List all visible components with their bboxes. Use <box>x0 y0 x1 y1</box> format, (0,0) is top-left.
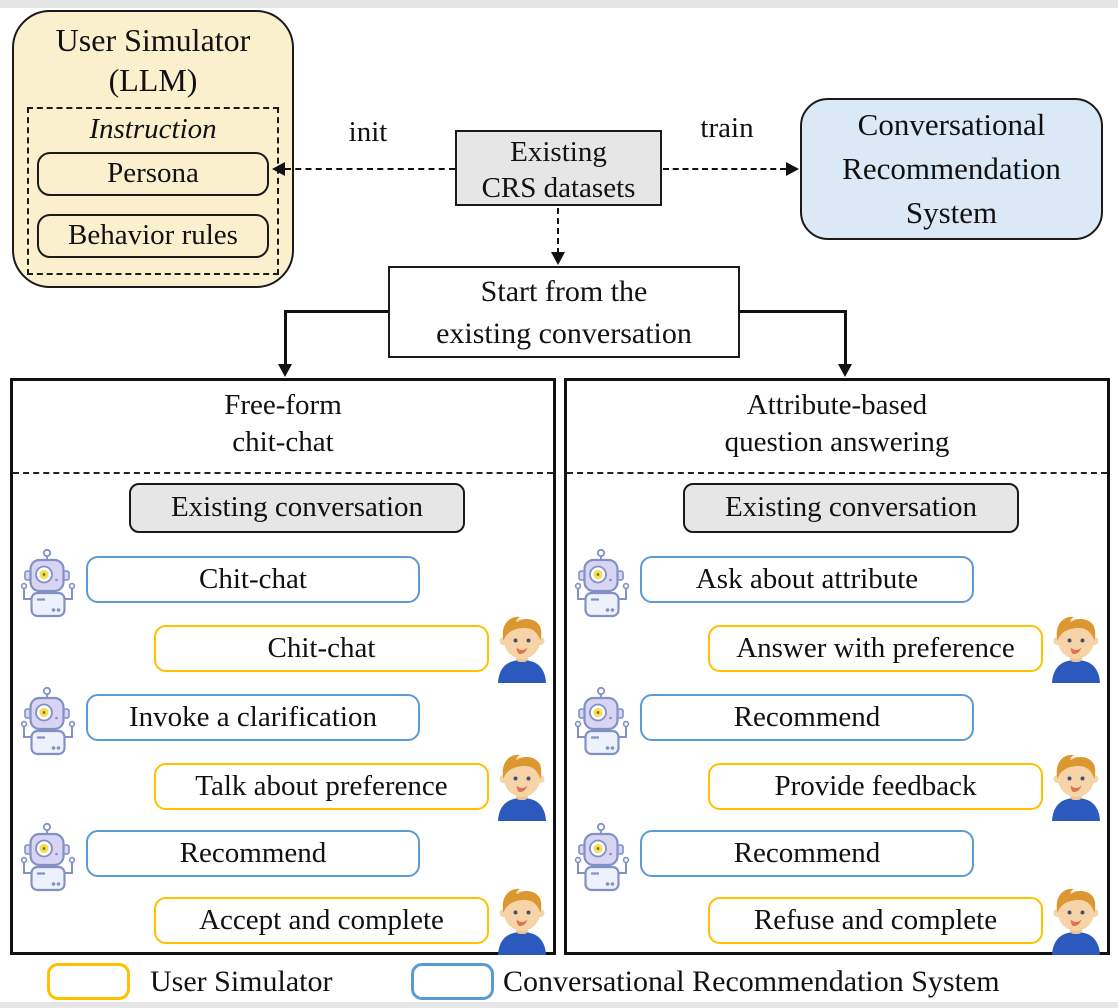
panel-title-line1: Attribute-based <box>746 389 928 421</box>
person-icon <box>498 888 546 955</box>
crs-line1: Conversational <box>857 107 1046 142</box>
panel-title-line2: question answering <box>724 426 950 458</box>
user-message-bubble: Talk about preference <box>154 763 489 810</box>
user-simulator-subtitle: (LLM) <box>108 62 198 98</box>
panel-title-line1: Free-form <box>224 389 342 421</box>
panel-divider <box>567 472 1107 474</box>
crs-message-bubble: Chit-chat <box>86 556 420 603</box>
crs-line3: System <box>905 195 998 230</box>
panel-divider <box>13 472 553 474</box>
panel-title: Free-form chit-chat <box>13 387 553 461</box>
robot-icon <box>574 548 630 618</box>
window-edge-top <box>0 0 1118 8</box>
legend-label-crs: Conversational Recommendation System <box>503 965 1000 998</box>
robot-icon <box>20 548 76 618</box>
train-edge-label: train <box>700 112 754 144</box>
instruction-label: Instruction <box>89 113 217 145</box>
robot-icon <box>574 686 630 756</box>
datasets-down-dashed-line <box>557 208 559 254</box>
start-line1: Start from the <box>480 275 648 308</box>
existing-crs-datasets-box: Existing CRS datasets <box>455 130 662 206</box>
panel-free-form-chit-chat: Free-form chit-chat Existing conversatio… <box>10 378 556 955</box>
start-line2: existing conversation <box>436 317 692 350</box>
crs-message-bubble: Recommend <box>86 830 420 877</box>
behavior-rules-box: Behavior rules <box>37 214 269 258</box>
user-simulator-title: User Simulator <box>55 22 251 58</box>
legend-label-user-simulator: User Simulator <box>150 965 333 998</box>
robot-icon <box>20 822 76 892</box>
train-arrowhead-icon <box>786 162 799 176</box>
init-arrowhead-icon <box>272 162 285 176</box>
right-elbow-vertical <box>844 310 847 366</box>
left-elbow-horizontal <box>284 310 388 313</box>
robot-icon <box>20 686 76 756</box>
instruction-group: Instruction Persona Behavior rules <box>27 107 279 275</box>
window-edge-bottom <box>0 1002 1118 1008</box>
legend-swatch-user-simulator <box>47 963 130 1000</box>
user-message-bubble: Accept and complete <box>154 897 489 944</box>
user-message-bubble: Chit-chat <box>154 625 489 672</box>
persona-box: Persona <box>37 152 269 196</box>
legend-swatch-crs <box>411 963 494 1000</box>
crs-message-bubble: Invoke a clarification <box>86 694 420 741</box>
person-icon <box>498 754 546 821</box>
existing-conversation-box: Existing conversation <box>129 483 465 533</box>
datasets-down-arrowhead-icon <box>551 252 565 265</box>
existing-conversation-box: Existing conversation <box>683 483 1019 533</box>
datasets-line1: Existing <box>510 136 607 168</box>
init-dashed-line <box>285 168 455 170</box>
right-elbow-arrowhead-icon <box>838 364 852 377</box>
init-edge-label: init <box>348 116 388 148</box>
panel-title-line2: chit-chat <box>232 426 334 458</box>
person-icon <box>1052 888 1100 955</box>
crs-message-bubble: Recommend <box>640 830 974 877</box>
crs-message-bubble: Recommend <box>640 694 974 741</box>
user-simulator-box: User Simulator (LLM) Instruction Persona… <box>12 10 294 288</box>
person-icon <box>1052 754 1100 821</box>
train-dashed-line <box>663 168 786 170</box>
crs-message-bubble: Ask about attribute <box>640 556 974 603</box>
robot-icon <box>574 822 630 892</box>
panel-title: Attribute-based question answering <box>567 387 1107 461</box>
crs-line2: Recommendation <box>842 151 1061 186</box>
start-box: Start from the existing conversation <box>388 266 740 358</box>
user-message-bubble: Answer with preference <box>708 625 1043 672</box>
crs-system-box: Conversational Recommendation System <box>800 98 1103 240</box>
person-icon <box>1052 616 1100 683</box>
user-message-bubble: Provide feedback <box>708 763 1043 810</box>
left-elbow-arrowhead-icon <box>278 364 292 377</box>
panel-attribute-based-qa: Attribute-based question answering Exist… <box>564 378 1110 955</box>
person-icon <box>498 616 546 683</box>
right-elbow-horizontal <box>738 310 846 313</box>
datasets-line2: CRS datasets <box>481 172 636 204</box>
user-message-bubble: Refuse and complete <box>708 897 1043 944</box>
left-elbow-vertical <box>284 310 287 366</box>
